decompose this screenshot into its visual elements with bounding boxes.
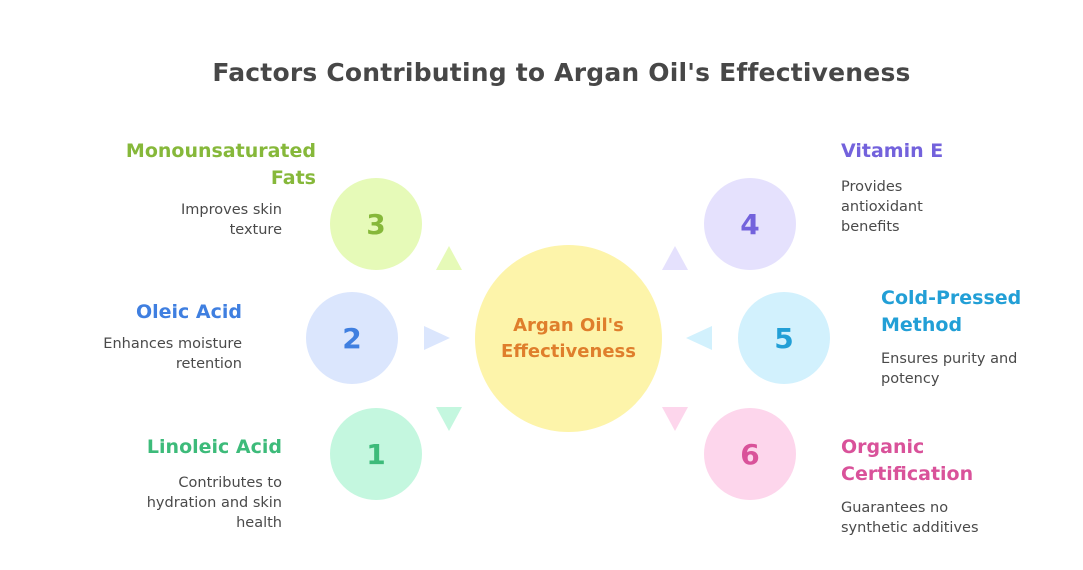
item-2-label: Oleic Acid Enhances moisture retention [62, 299, 242, 374]
item-6-description: Guarantees no synthetic additives [841, 500, 979, 536]
node-2-circle: 2 [306, 292, 398, 384]
item-2-title: Oleic Acid [135, 301, 242, 323]
item-1-title: Linoleic Acid [146, 436, 282, 458]
item-5-label: Cold-Pressed Method Ensures purity and p… [881, 285, 1071, 389]
arrow-up-icon [436, 246, 462, 270]
node-4-circle: 4 [704, 178, 796, 270]
node-1-circle: 1 [330, 408, 422, 500]
item-4-label: Vitamin E Provides antioxidant benefits [841, 138, 1041, 237]
node-4-number: 4 [740, 207, 760, 241]
diagram-title: Factors Contributing to Argan Oil's Effe… [212, 58, 911, 87]
item-3-description: Improves skin texture [181, 202, 282, 238]
item-3-title: Monounsaturated Fats [125, 140, 316, 189]
arrow-left-icon [686, 326, 712, 350]
item-1-description: Contributes to hydration and skin health [146, 475, 282, 531]
item-3-label: Monounsaturated Fats Improves skin textu… [76, 138, 316, 240]
item-4-description: Provides antioxidant benefits [841, 179, 923, 235]
node-2-number: 2 [342, 321, 362, 355]
item-2-description: Enhances moisture retention [103, 336, 242, 372]
item-1-label: Linoleic Acid Contributes to hydration a… [82, 434, 282, 533]
node-1-number: 1 [366, 437, 386, 471]
center-hub-circle: Argan Oil's Effectiveness [475, 245, 662, 432]
arrow-right-icon [424, 326, 450, 350]
arrow-down-icon [436, 407, 462, 431]
item-5-description: Ensures purity and potency [881, 351, 1018, 387]
center-hub-label: Argan Oil's Effectiveness [501, 314, 636, 362]
item-4-title: Vitamin E [841, 140, 944, 162]
node-5-circle: 5 [738, 292, 830, 384]
item-6-title: Organic Certification [841, 436, 974, 485]
arrow-down-icon [662, 407, 688, 431]
node-6-circle: 6 [704, 408, 796, 500]
node-3-circle: 3 [330, 178, 422, 270]
arrow-up-icon [662, 246, 688, 270]
item-6-label: Organic Certification Guarantees no synt… [841, 434, 1041, 538]
item-5-title: Cold-Pressed Method [881, 287, 1022, 336]
node-6-number: 6 [740, 437, 760, 471]
node-5-number: 5 [774, 321, 794, 355]
node-3-number: 3 [366, 207, 386, 241]
